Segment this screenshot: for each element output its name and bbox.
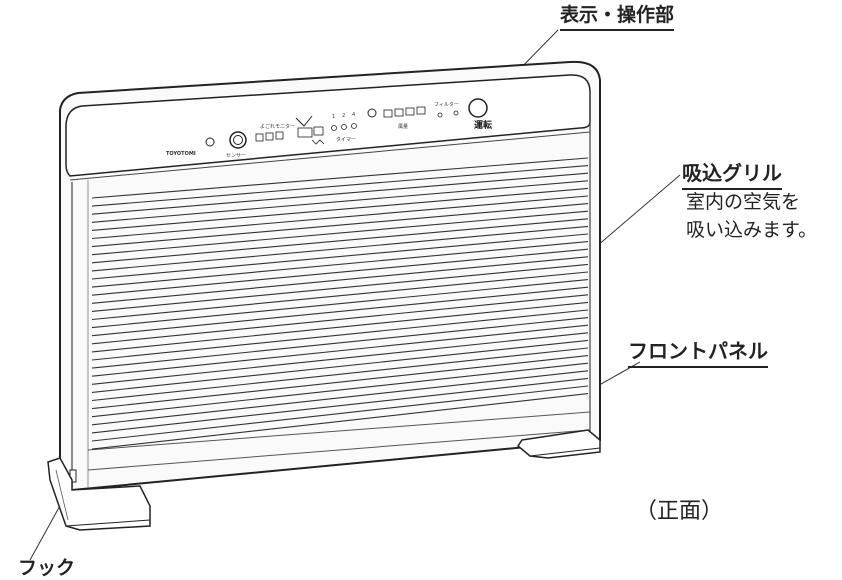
grille-slat	[91, 324, 589, 377]
intake-grille-slats	[91, 157, 589, 450]
label-control-panel: 表示・操作部	[560, 0, 675, 31]
grille-slat	[91, 301, 589, 353]
label-front-panel: フロントパネル	[628, 335, 768, 368]
left-foot	[47, 457, 151, 531]
grille-slat	[91, 256, 589, 304]
grille-slat	[91, 362, 589, 418]
grille-slat	[91, 332, 589, 385]
airflow-label: 風量	[398, 123, 408, 130]
timer-number-1: 1	[332, 114, 335, 120]
grille-slat	[91, 286, 589, 337]
grille-slat	[91, 263, 589, 312]
sensor-dial	[229, 131, 247, 149]
grille-slat	[91, 393, 589, 450]
airflow-icon	[311, 139, 325, 145]
grille-slat	[91, 248, 589, 296]
label-hook: フック	[18, 557, 76, 579]
grille-slat	[91, 218, 589, 264]
grille-slat	[91, 187, 589, 231]
grille-slat	[91, 165, 589, 207]
grille-slat	[91, 157, 589, 199]
grille-slat	[91, 172, 589, 215]
sensor-label: センサー	[226, 153, 246, 159]
grille-slat	[91, 317, 589, 369]
grille-slat	[91, 377, 589, 434]
grille-slat	[91, 339, 589, 393]
grille-slat	[91, 271, 589, 321]
grille-slat	[91, 294, 589, 345]
label-intake-desc-1: 室内の空気を	[686, 191, 801, 213]
right-foot	[517, 429, 601, 459]
dirt-monitor-label: よごれモニター	[260, 123, 295, 130]
grille-slat	[91, 203, 589, 248]
run-button-label: 運転	[474, 119, 492, 131]
label-intake-grille: 吸込グリル	[682, 157, 782, 190]
grille-slat	[91, 225, 589, 272]
timer-number-2: 2	[342, 113, 345, 119]
timer-number-4: 4	[352, 112, 355, 118]
feet	[47, 429, 601, 531]
grille-slat	[91, 241, 589, 288]
grille-slat	[91, 180, 589, 223]
check-icon	[295, 115, 313, 127]
purifier-body	[59, 60, 601, 492]
grille-slat	[91, 233, 589, 280]
label-view: （正面）	[635, 499, 724, 524]
run-button	[468, 98, 488, 118]
grille-slat	[91, 309, 589, 361]
control-panel: TOYOTOMI センサー よごれモニター 1 2 4 タイマー 風量 フィルタ…	[166, 98, 492, 159]
indicator-lamp	[205, 137, 215, 147]
label-intake-desc-2: 吸い込みます。	[686, 219, 818, 241]
grille-slat	[91, 355, 589, 410]
grille-slat	[91, 195, 589, 240]
timer-label: タイマー	[336, 136, 356, 143]
brand-logo: TOYOTOMI	[166, 151, 196, 157]
grille-slat	[91, 385, 589, 442]
grille-slat	[91, 210, 589, 256]
grille-slat	[91, 370, 589, 426]
grille-slat	[91, 279, 589, 329]
grille-slat	[91, 347, 589, 402]
filter-label: フィルター	[434, 101, 459, 108]
